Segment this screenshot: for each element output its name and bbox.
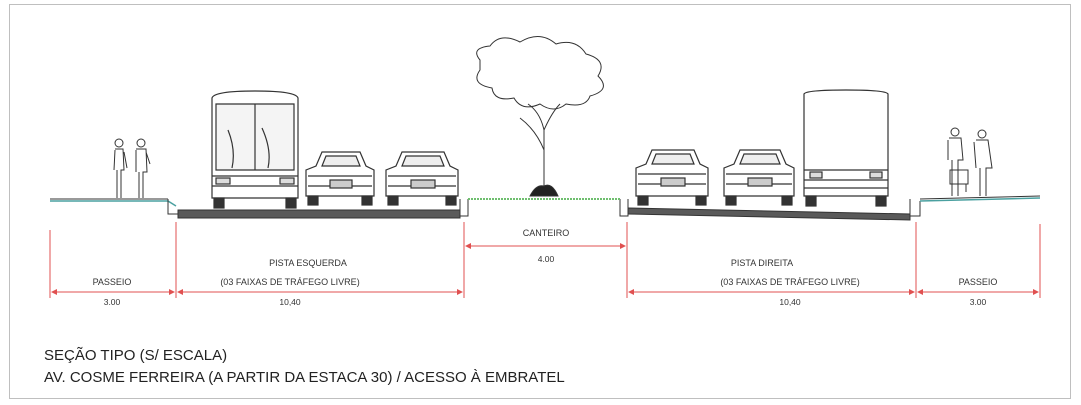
passeio-direito-width: 3.00	[970, 297, 987, 307]
canteiro-width: 4.00	[538, 254, 555, 264]
passeio-esquerdo-width: 3.00	[104, 297, 121, 307]
passeio-esquerdo-label: PASSEIO	[93, 277, 132, 287]
section-title: SEÇÃO TIPO (S/ ESCALA)	[44, 347, 228, 364]
truck-right	[803, 89, 889, 207]
bus-left	[211, 90, 299, 209]
pista-esquerda-lanes: (03 FAIXAS DE TRÁFEGO LIVRE)	[220, 277, 359, 287]
canteiro-label: CANTEIRO	[523, 228, 570, 238]
dimension-lines	[51, 243, 1039, 295]
pista-esquerda-label: PISTA ESQUERDA	[269, 258, 347, 268]
extension-lines	[49, 222, 1041, 298]
road-title: AV. COSME FERREIRA (A PARTIR DA ESTACA 3…	[44, 369, 565, 386]
pedestrians-right	[947, 127, 993, 196]
pista-direita-lanes: (03 FAIXAS DE TRÁFEGO LIVRE)	[720, 277, 859, 287]
car-left-2	[385, 151, 459, 206]
drawing-title: SEÇÃO TIPO (S/ ESCALA) AV. COSME FERREIR…	[44, 345, 565, 389]
pista-direita-label: PISTA DIREITA	[731, 258, 793, 268]
road-profile	[50, 195, 1041, 221]
drawing-frame	[9, 4, 1071, 399]
car-right-2	[723, 149, 795, 206]
passeio-direito-label: PASSEIO	[959, 277, 998, 287]
pista-direita-width: 10,40	[779, 297, 801, 307]
pedestrians-left	[113, 138, 151, 198]
pista-esquerda-width: 10,40	[279, 297, 301, 307]
car-right-1	[635, 149, 709, 206]
car-left-1	[305, 151, 375, 206]
tree-icon	[476, 36, 604, 197]
